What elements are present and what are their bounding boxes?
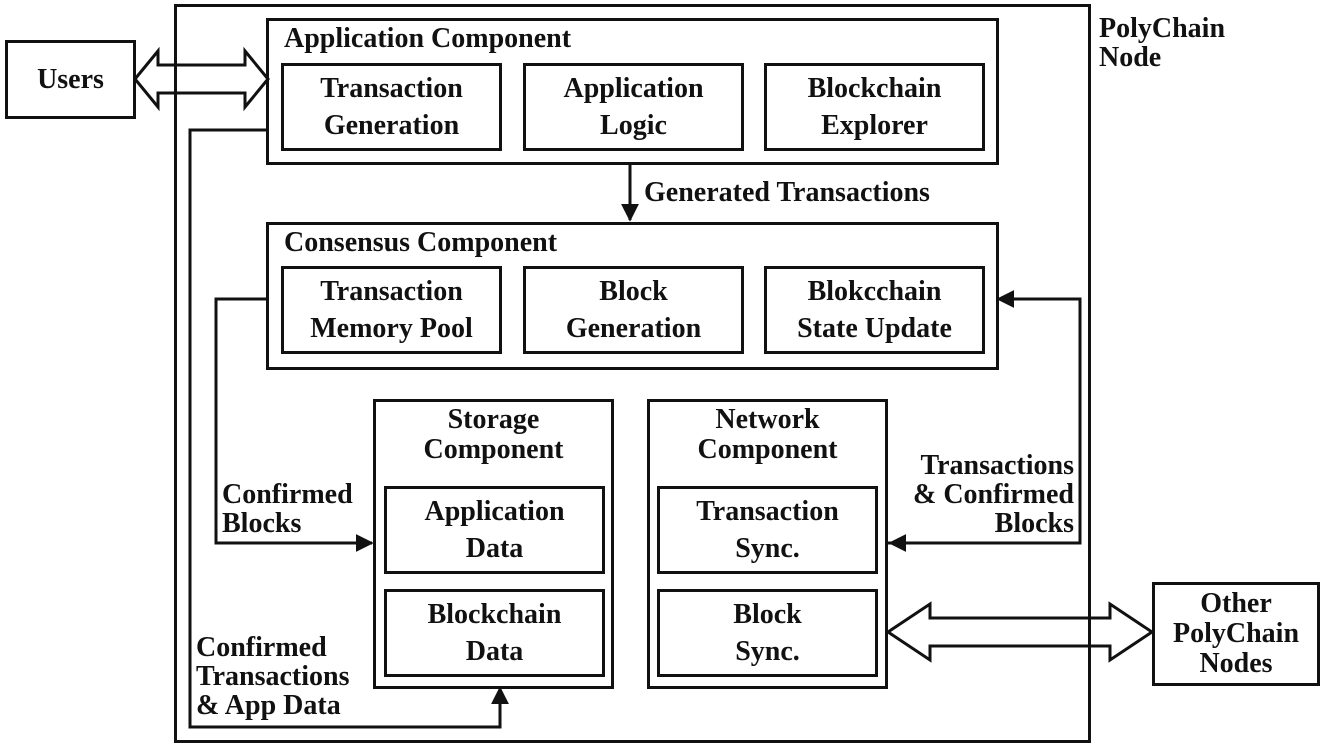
storage-component[interactable] <box>373 399 614 689</box>
storage-component-title: Storage Component <box>373 405 614 465</box>
blockchain-data-line-2: Data <box>465 636 524 667</box>
tx-blocks-line-2: & Confirmed <box>913 479 1074 510</box>
application-logic-line-1: Application <box>563 73 704 104</box>
block-generation-line-1: Block <box>599 276 668 307</box>
memory-pool-line-1: Transaction <box>320 276 463 307</box>
storage-title-line-2: Component <box>423 434 564 465</box>
consensus-component[interactable] <box>266 222 999 370</box>
state-update-line-1: Blokcchain <box>807 276 942 307</box>
application-logic-line-2: Logic <box>600 110 667 141</box>
other-nodes-line-2: PolyChain <box>1172 618 1300 649</box>
other-nodes-box[interactable]: Other PolyChain Nodes <box>1152 582 1320 686</box>
application-logic-module[interactable]: Application Logic <box>523 63 744 151</box>
generated-transactions-label: Generated Transactions <box>644 177 930 208</box>
tx-blocks-to-consensus-arrow <box>888 290 1082 545</box>
blockchain-data-line-1: Blockchain <box>427 599 562 630</box>
tx-blocks-line-3: Blocks <box>994 508 1074 539</box>
users-box[interactable]: Users <box>5 40 136 119</box>
confirmed-blocks-line-1: Confirmed <box>222 479 353 510</box>
application-data-module[interactable]: Application Data <box>384 486 605 574</box>
node-title: PolyChain Node <box>1099 14 1225 72</box>
blockchain-explorer-line-1: Blockchain <box>807 73 942 104</box>
node-title-line-2: Node <box>1099 42 1162 73</box>
block-generation-line-2: Generation <box>565 313 702 344</box>
other-nodes-line-1: Other <box>1200 588 1272 619</box>
application-data-line-1: Application <box>424 496 565 527</box>
tx-blocks-line-1: Transactions <box>920 450 1075 481</box>
block-sync-module[interactable]: Block Sync. <box>657 589 878 677</box>
blockchain-explorer-line-2: Explorer <box>821 110 928 141</box>
confirmed-transactions-label: Confirmed Transactions & App Data <box>196 633 350 720</box>
transaction-generation-module[interactable]: Transaction Generation <box>281 63 502 151</box>
transaction-generation-line-2: Generation <box>323 110 460 141</box>
network-title-line-1: Network <box>715 404 820 435</box>
polychain-node-boundary <box>174 4 1091 743</box>
confirmed-blocks-line-2: Blocks <box>222 508 302 539</box>
transaction-generation-line-1: Transaction <box>320 73 463 104</box>
confirmed-blocks-arrow <box>214 297 374 552</box>
other-nodes-line-3: Nodes <box>1199 648 1273 679</box>
memory-pool-line-2: Memory Pool <box>310 313 473 344</box>
blockchain-explorer-module[interactable]: Blockchain Explorer <box>764 63 985 151</box>
network-component-title: Network Component <box>647 405 888 465</box>
block-sync-line-2: Sync. <box>735 636 800 667</box>
users-label: Users <box>37 64 104 95</box>
application-component[interactable] <box>266 18 999 165</box>
blockchain-data-module[interactable]: Blockchain Data <box>384 589 605 677</box>
transaction-sync-module[interactable]: Transaction Sync. <box>657 486 878 574</box>
network-title-line-2: Component <box>697 434 838 465</box>
block-sync-line-1: Block <box>733 599 802 630</box>
application-component-title: Application Component <box>284 23 572 54</box>
confirmed-blocks-label: Confirmed Blocks <box>222 480 353 538</box>
transactions-confirmed-blocks-label: Transactions & Confirmed Blocks <box>874 451 1074 538</box>
node-title-line-1: PolyChain <box>1099 13 1226 44</box>
blockchain-state-update-module[interactable]: Blokcchain State Update <box>764 266 985 354</box>
transaction-sync-line-2: Sync. <box>735 533 800 564</box>
block-generation-module[interactable]: Block Generation <box>523 266 744 354</box>
confirmed-transactions-line-3: & App Data <box>196 690 341 721</box>
transaction-memory-pool-module[interactable]: Transaction Memory Pool <box>281 266 502 354</box>
transaction-sync-line-1: Transaction <box>696 496 839 527</box>
confirmed-transactions-loop-arrow <box>188 128 509 729</box>
confirmed-transactions-line-1: Confirmed <box>196 632 327 663</box>
confirmed-transactions-line-2: Transactions <box>196 661 350 692</box>
application-data-line-2: Data <box>465 533 524 564</box>
state-update-line-2: State Update <box>797 313 952 344</box>
network-component[interactable] <box>647 399 888 689</box>
storage-title-line-1: Storage <box>447 404 540 435</box>
consensus-component-title: Consensus Component <box>284 227 558 258</box>
